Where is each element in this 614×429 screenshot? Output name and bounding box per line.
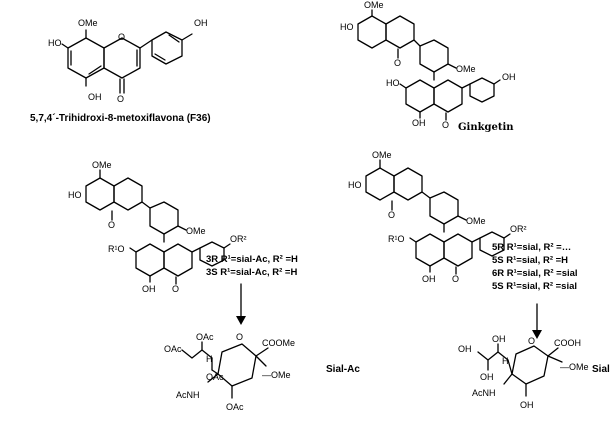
- label-5s: 5S R¹=sial, R² =H: [492, 255, 568, 266]
- atom-acnh: AcNH: [472, 388, 496, 398]
- atom-o: O: [452, 274, 459, 284]
- atom-ome-link: —OMe: [262, 370, 291, 380]
- atom-oac: OAc: [196, 332, 214, 342]
- arrow-right: [532, 303, 542, 339]
- atom-oac: OAc: [164, 344, 182, 354]
- atom-h: H: [502, 356, 509, 366]
- atom-r1o: R¹O: [388, 234, 405, 244]
- atom-ho: HO: [386, 78, 400, 88]
- caption-sial: Sial: [592, 364, 610, 375]
- atom-ome: OMe: [466, 216, 486, 226]
- atom-oh: OH: [492, 334, 506, 344]
- molecule-f36: [61, 29, 193, 94]
- atom-acnh: AcNH: [176, 390, 200, 400]
- atom-oh: OH: [480, 372, 494, 382]
- molecule-ginkgetin: [357, 9, 501, 121]
- atom-o: O: [108, 220, 115, 230]
- atom-o: O: [118, 32, 125, 42]
- molecule-sial-ac: [181, 341, 269, 399]
- atom-ome: OMe: [92, 160, 112, 170]
- atom-o: O: [528, 336, 535, 346]
- atom-ho: HO: [348, 180, 362, 190]
- atom-oac: OAc: [226, 402, 244, 412]
- label-3r: 3R R¹=sial-Ac, R² =H: [206, 254, 298, 265]
- label-6r: 6R R¹=sial, R² =sial: [492, 268, 578, 279]
- atom-oh: OH: [502, 72, 516, 82]
- caption-ginkgetin: Ginkgetin: [458, 122, 514, 133]
- atom-oh: OH: [412, 118, 426, 128]
- atom-o: O: [394, 58, 401, 68]
- atom-oh: OH: [142, 284, 156, 294]
- caption-f36: 5,7,4´-Trihidroxi-8-metoxiflavona (F36): [30, 113, 211, 124]
- atom-o: O: [388, 210, 395, 220]
- atom-ho: HO: [48, 38, 62, 48]
- atom-r1o: R¹O: [108, 244, 125, 254]
- caption-sial-ac: Sial-Ac: [326, 364, 360, 375]
- molecule-sial: [477, 343, 563, 397]
- label-5s-sial: 5S R¹=sial, R² =sial: [492, 281, 577, 292]
- atom-oh: OH: [458, 344, 472, 354]
- atom-oh: OH: [88, 92, 102, 102]
- atom-ome: OMe: [372, 150, 392, 160]
- molecule-biflavone-3: [85, 169, 231, 285]
- atom-h: H: [206, 354, 213, 364]
- arrow-left: [236, 283, 246, 325]
- atom-oh: OH: [194, 18, 208, 28]
- label-5r: 5R R¹=sial, R² =…: [492, 242, 571, 253]
- atom-cooh: COOH: [554, 338, 581, 348]
- atom-o: O: [236, 332, 243, 342]
- atom-ome: OMe: [364, 0, 384, 10]
- atom-coome: COOMe: [262, 338, 295, 348]
- label-3s: 3S R¹=sial-Ac, R² =H: [206, 267, 297, 278]
- atom-or2: OR²: [510, 224, 527, 234]
- atom-o: O: [442, 120, 449, 130]
- atom-oh: OH: [422, 274, 436, 284]
- atom-or2: OR²: [230, 234, 247, 244]
- atom-ome: OMe: [78, 18, 98, 28]
- molecule-biflavone-5: [365, 159, 511, 275]
- atom-ome-link: —OMe: [560, 362, 589, 372]
- atom-o: O: [117, 94, 124, 104]
- atom-o: O: [172, 284, 179, 294]
- atom-ho: HO: [340, 22, 354, 32]
- atom-oh: OH: [520, 400, 534, 410]
- atom-ome: OMe: [186, 226, 206, 236]
- atom-ho: HO: [68, 190, 82, 200]
- atom-oac: OAc: [206, 372, 224, 382]
- atom-ome: OMe: [456, 64, 476, 74]
